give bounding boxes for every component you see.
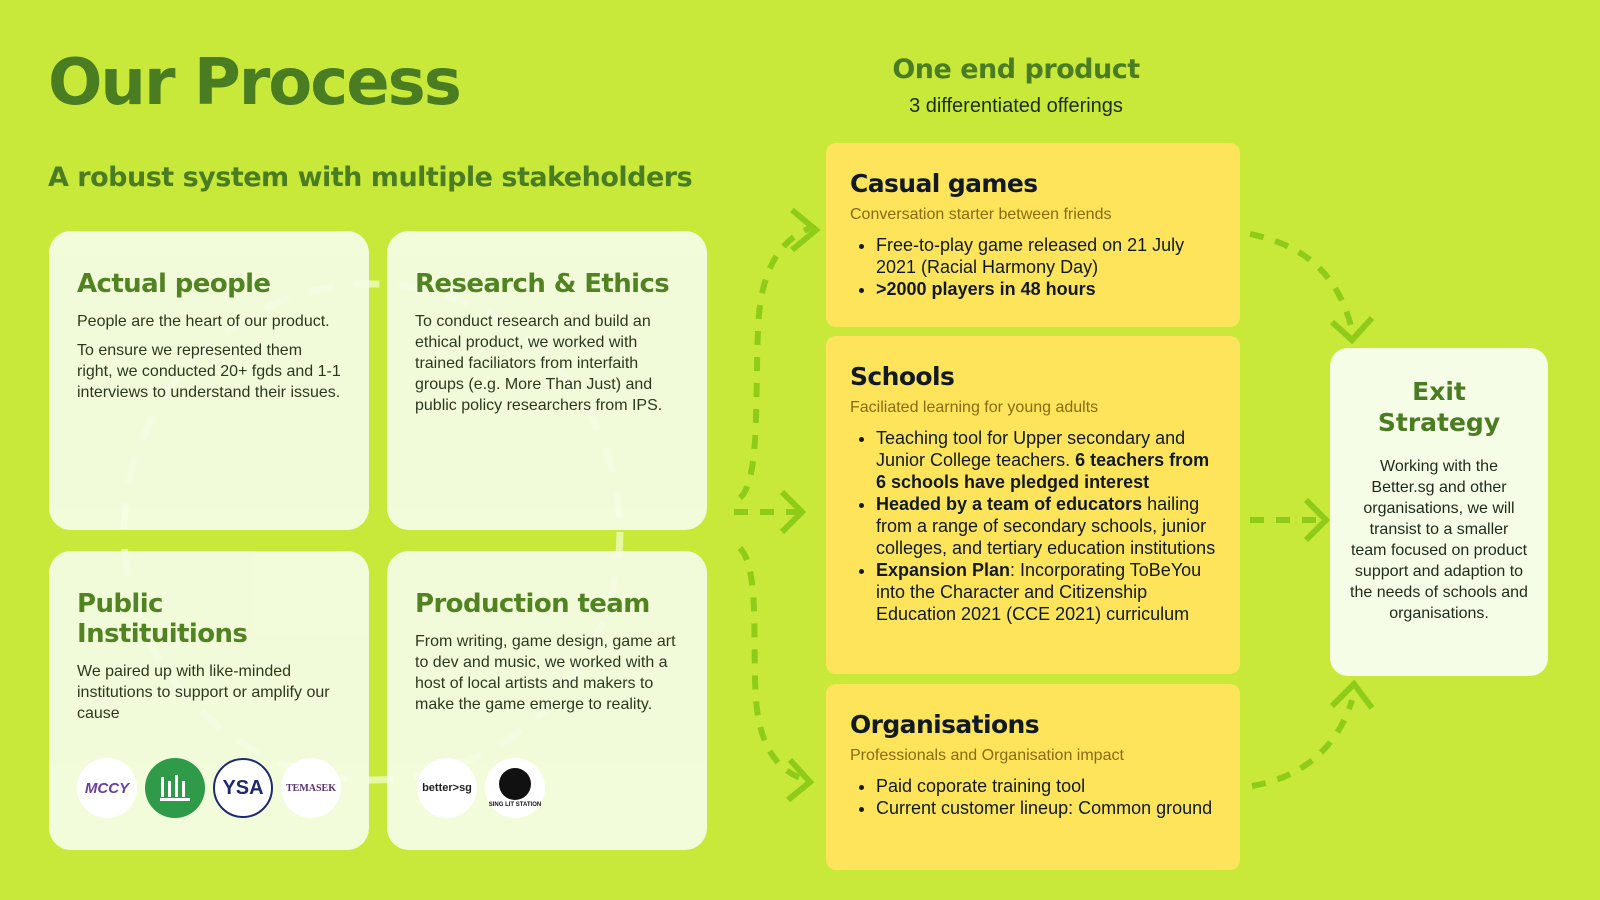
offering-title: Organisations bbox=[850, 710, 1040, 739]
harmony-centre-icon bbox=[160, 775, 190, 801]
bullet-text: hailing from a range of secondary school… bbox=[876, 494, 1216, 558]
sing-lit-station-logo: SING LIT STATION bbox=[485, 758, 545, 818]
sing-lit-station-label: SING LIT STATION bbox=[488, 802, 542, 808]
offering-bullet: Teaching tool for Upper secondary and Ju… bbox=[876, 427, 1216, 493]
partner-logos-production: better>sg SING LIT STATION bbox=[417, 758, 545, 818]
offering-bullet: Free-to-play game released on 21 July 20… bbox=[876, 234, 1216, 278]
end-product-title: One end product bbox=[892, 54, 1140, 85]
ysa-logo: YSA bbox=[213, 758, 273, 818]
offering-schools: Schools Faciliated learning for young ad… bbox=[826, 336, 1240, 674]
harmony-centre-logo bbox=[145, 758, 205, 818]
arrow-head-casual-to-exit bbox=[1329, 315, 1375, 345]
arrow-to-casual-games bbox=[737, 225, 812, 501]
card-paragraph: To conduct research and build an ethical… bbox=[415, 313, 663, 414]
arrow-head-orgs-to-exit bbox=[1329, 679, 1375, 710]
bullet-text: Free-to-play game released on 21 July 20… bbox=[876, 235, 1185, 277]
card-paragraph: We paired up with like-minded institutio… bbox=[77, 663, 330, 722]
offering-casual-games: Casual games Conversation starter betwee… bbox=[826, 143, 1240, 327]
card-actual-people: Actual people People are the heart of ou… bbox=[49, 231, 369, 530]
card-title: Public Instituitions bbox=[77, 589, 248, 649]
bullet-bold: Expansion Plan bbox=[876, 560, 1011, 580]
bullet-text: : Incorporating ToBeYou into the Charact… bbox=[876, 560, 1202, 624]
offering-tagline: Conversation starter between friends bbox=[850, 206, 1112, 223]
offering-bullet: >2000 players in 48 hours bbox=[876, 278, 1216, 300]
mccy-logo: MCCY bbox=[77, 758, 137, 818]
bullet-bold: Headed by a team of educators bbox=[876, 494, 1143, 514]
exit-title: Exit Strategy bbox=[1377, 377, 1501, 437]
bullet-bold: 6 teachers from 6 schools have pledged i… bbox=[876, 450, 1210, 492]
offering-title: Casual games bbox=[850, 169, 1038, 198]
offering-tagline: Professionals and Organisation impact bbox=[850, 747, 1124, 764]
arrow-head-schools-to-exit bbox=[1303, 497, 1331, 543]
arrow-head-schools bbox=[779, 489, 807, 535]
arrow-casual-to-exit bbox=[1249, 231, 1355, 331]
offering-bullet: Paid coporate training tool bbox=[876, 775, 1216, 797]
exit-strategy-card: Exit Strategy Working with the Better.sg… bbox=[1330, 348, 1548, 676]
arrow-head-organisations bbox=[786, 757, 815, 803]
bullet-text: Paid coporate training tool bbox=[876, 776, 1086, 796]
card-paragraph: People are the heart of our product. bbox=[77, 313, 330, 330]
offering-organisations: Organisations Professionals and Organisa… bbox=[826, 684, 1240, 870]
offering-bullet: Headed by a team of educators hailing fr… bbox=[876, 493, 1216, 559]
offering-title: Schools bbox=[850, 362, 955, 391]
sing-lit-station-icon bbox=[499, 768, 531, 800]
better-sg-logo: better>sg bbox=[417, 758, 477, 818]
offering-tagline: Faciliated learning for young adults bbox=[850, 399, 1099, 416]
card-title: Actual people bbox=[77, 269, 271, 299]
arrow-orgs-to-exit bbox=[1251, 699, 1355, 789]
end-product-subtitle: 3 differentiated offerings bbox=[909, 95, 1123, 117]
arrow-head-casual-games bbox=[790, 207, 821, 253]
bullet-text: Teaching tool for Upper secondary and Ju… bbox=[876, 428, 1186, 470]
offering-bullet: Current customer lineup: Common ground bbox=[876, 797, 1216, 819]
page-subtitle: A robust system with multiple stakeholde… bbox=[48, 162, 693, 193]
temasek-logo: TEMASEK bbox=[281, 758, 341, 818]
page-title: Our Process bbox=[48, 46, 462, 120]
bullet-bold: >2000 players in 48 hours bbox=[876, 279, 1096, 299]
card-title: Production team bbox=[415, 589, 650, 619]
card-paragraph: From writing, game design, game art to d… bbox=[415, 633, 676, 713]
offering-bullet: Expansion Plan: Incorporating ToBeYou in… bbox=[876, 559, 1216, 625]
bullet-text: Current customer lineup: Common ground bbox=[876, 798, 1213, 818]
partner-logos-public: MCCY YSA TEMASEK bbox=[77, 758, 341, 818]
exit-body: Working with the Better.sg and other org… bbox=[1350, 458, 1528, 622]
arrow-to-organisations bbox=[737, 545, 807, 783]
card-title: Research & Ethics bbox=[415, 269, 670, 299]
card-research-ethics: Research & Ethics To conduct research an… bbox=[387, 231, 707, 530]
card-paragraph: To ensure we represented them right, we … bbox=[77, 342, 341, 401]
